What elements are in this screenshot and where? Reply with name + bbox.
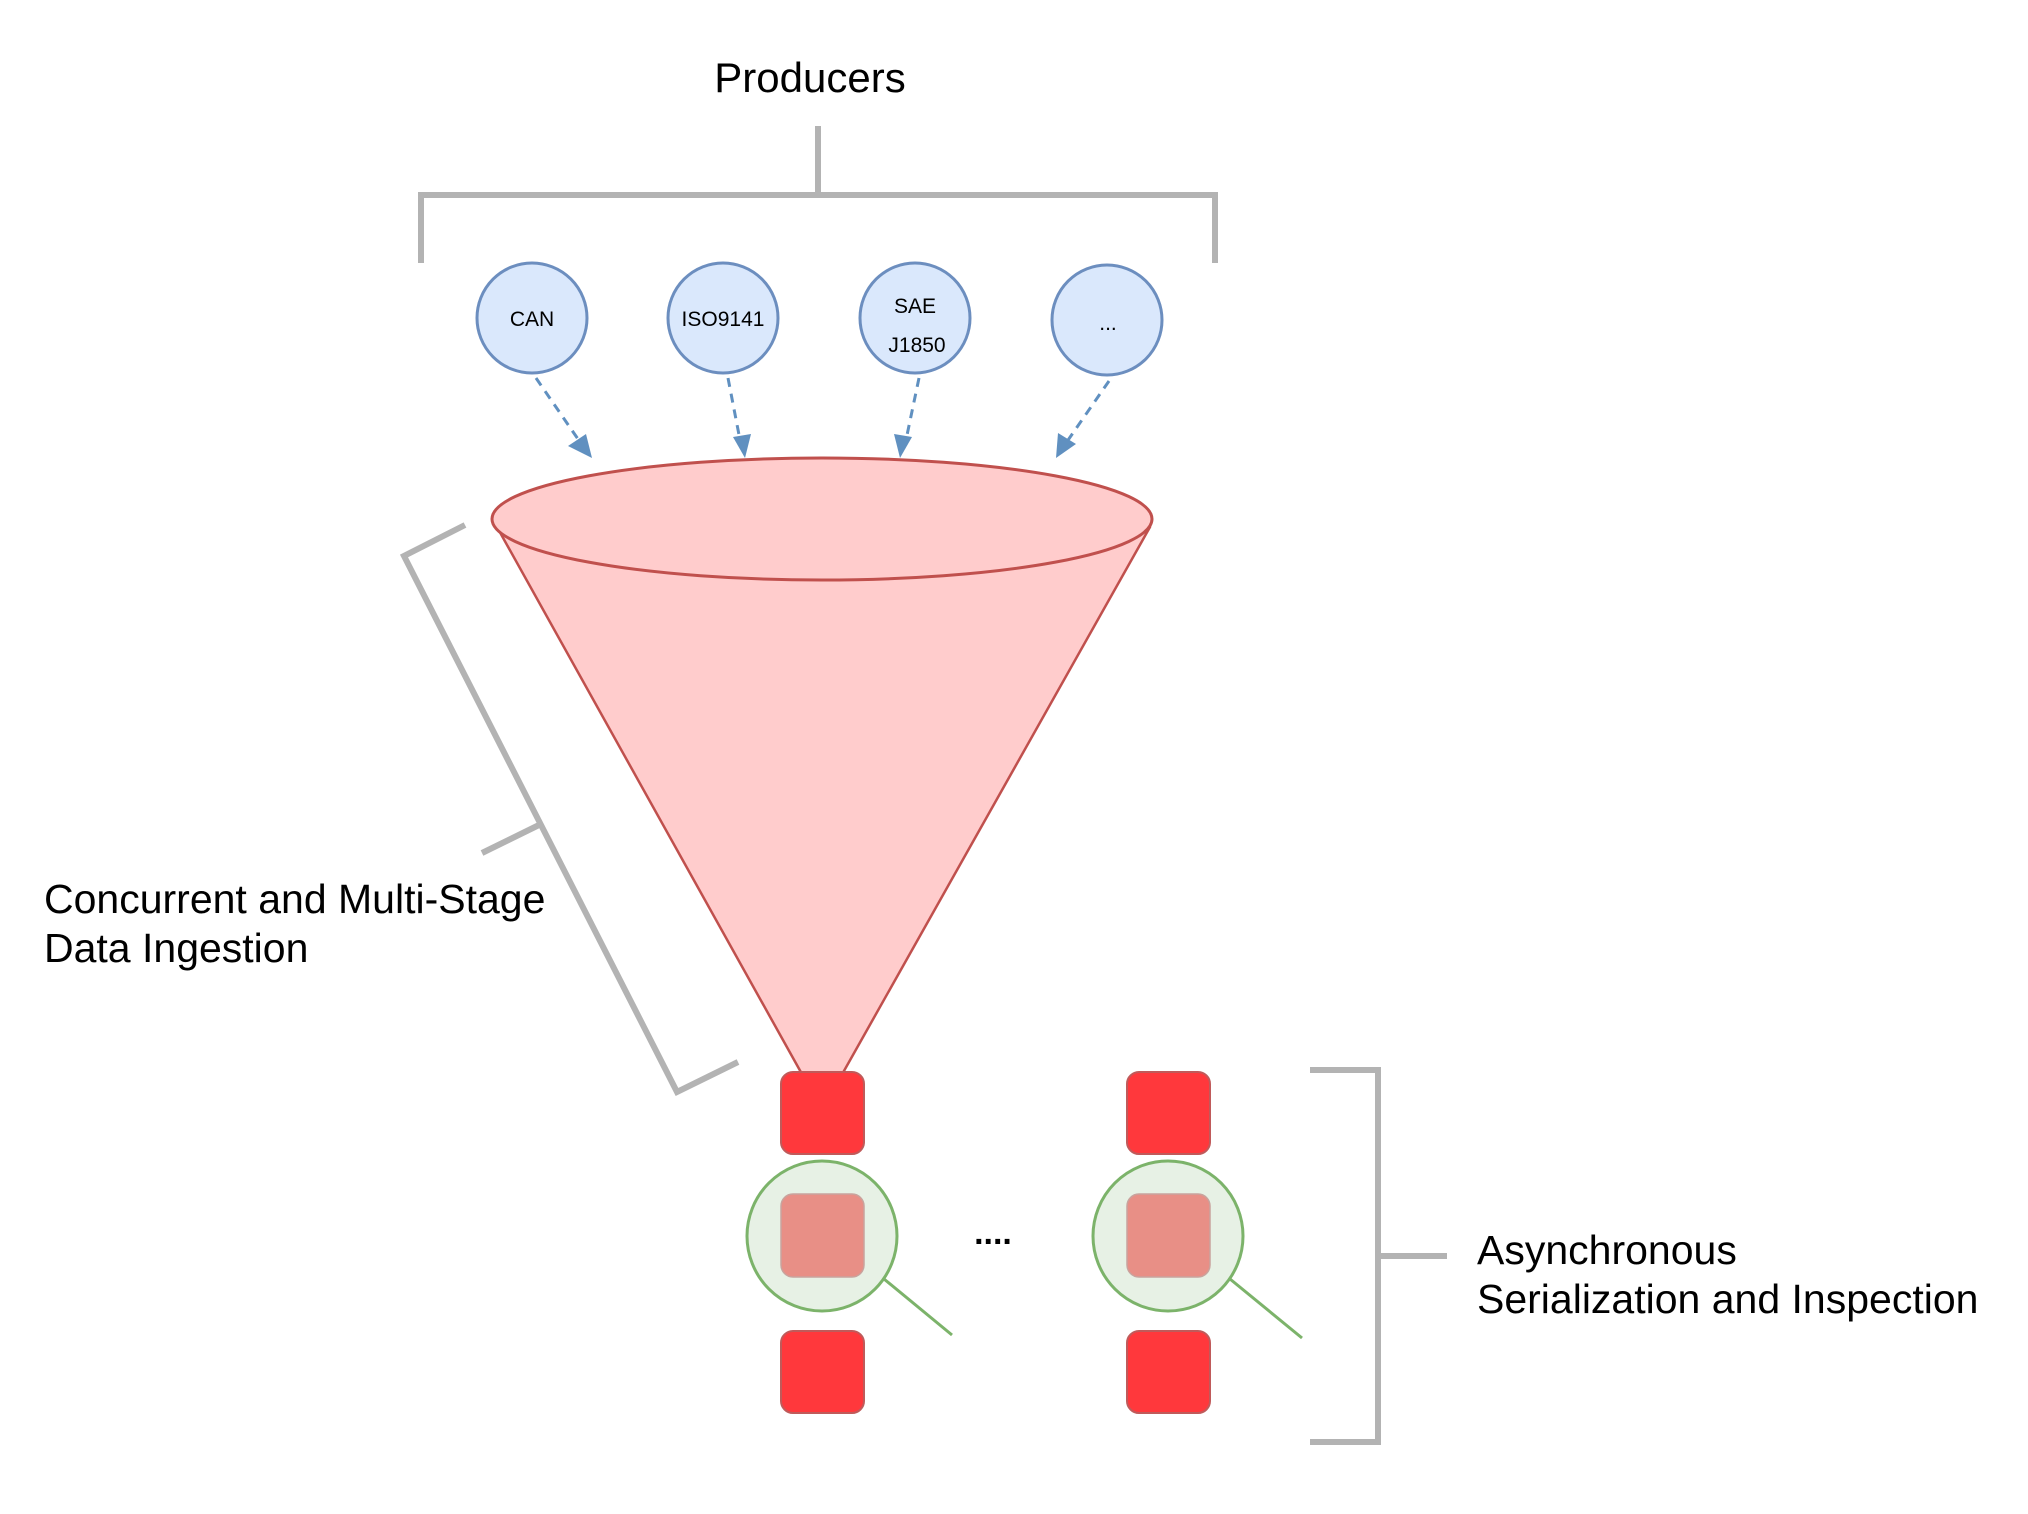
- producer-arrow-can: [534, 377, 592, 458]
- arrow-head-icon: [733, 434, 751, 458]
- producer-node-sae-j1850: SAE J1850: [858, 261, 972, 375]
- producers-bracket: [418, 126, 1218, 263]
- ingestion-funnel: [490, 456, 1154, 1112]
- arrow-head-icon: [568, 434, 592, 458]
- magnifier-icon: [745, 1159, 953, 1337]
- producer-node-iso9141: ISO9141: [666, 261, 780, 375]
- consumer-pipeline-2: [1091, 1071, 1303, 1414]
- producer-node-can: CAN: [475, 261, 589, 375]
- producers-title: Producers: [714, 54, 905, 101]
- funnel-cone: [495, 525, 1152, 1112]
- producer-arrow-more: [1056, 380, 1111, 458]
- serialization-label-line2: Serialization and Inspection: [1477, 1276, 1978, 1322]
- consumer-pipeline-1: [745, 1071, 953, 1414]
- producer-arrow-iso9141: [726, 377, 751, 458]
- queue-block-top: [780, 1071, 865, 1155]
- ingestion-label-line2: Data Ingestion: [44, 925, 308, 971]
- producer-label: CAN: [510, 308, 554, 331]
- consumer-ellipsis: ....: [974, 1214, 1012, 1252]
- producer-label: ISO9141: [682, 308, 765, 331]
- ingestion-label-line1: Concurrent and Multi-Stage: [44, 876, 545, 922]
- arrow-head-icon: [1056, 433, 1076, 458]
- producer-arrow-sae-j1850: [894, 377, 921, 458]
- inspected-block: [780, 1193, 865, 1278]
- producer-label: ...: [1099, 312, 1117, 335]
- producer-circle: [858, 261, 972, 375]
- producer-label-line2: J1850: [888, 334, 945, 357]
- queue-block-top: [1126, 1071, 1211, 1155]
- producer-circle: [1050, 263, 1164, 377]
- arrow-head-icon: [894, 434, 912, 458]
- producer-circle: [666, 261, 780, 375]
- ingestion-bracket: [399, 522, 740, 1096]
- inspected-block: [1126, 1193, 1211, 1278]
- producer-node-more: ...: [1050, 263, 1164, 377]
- producer-label-line1: SAE: [894, 295, 936, 318]
- producer-circle: [475, 261, 589, 375]
- queue-block-bottom: [780, 1330, 865, 1414]
- queue-block-bottom: [1126, 1330, 1211, 1414]
- funnel-mouth: [490, 456, 1154, 582]
- serialization-label-line1: Asynchronous: [1477, 1227, 1737, 1273]
- magnifier-icon: [1091, 1159, 1303, 1340]
- serialization-bracket: [1310, 1067, 1447, 1445]
